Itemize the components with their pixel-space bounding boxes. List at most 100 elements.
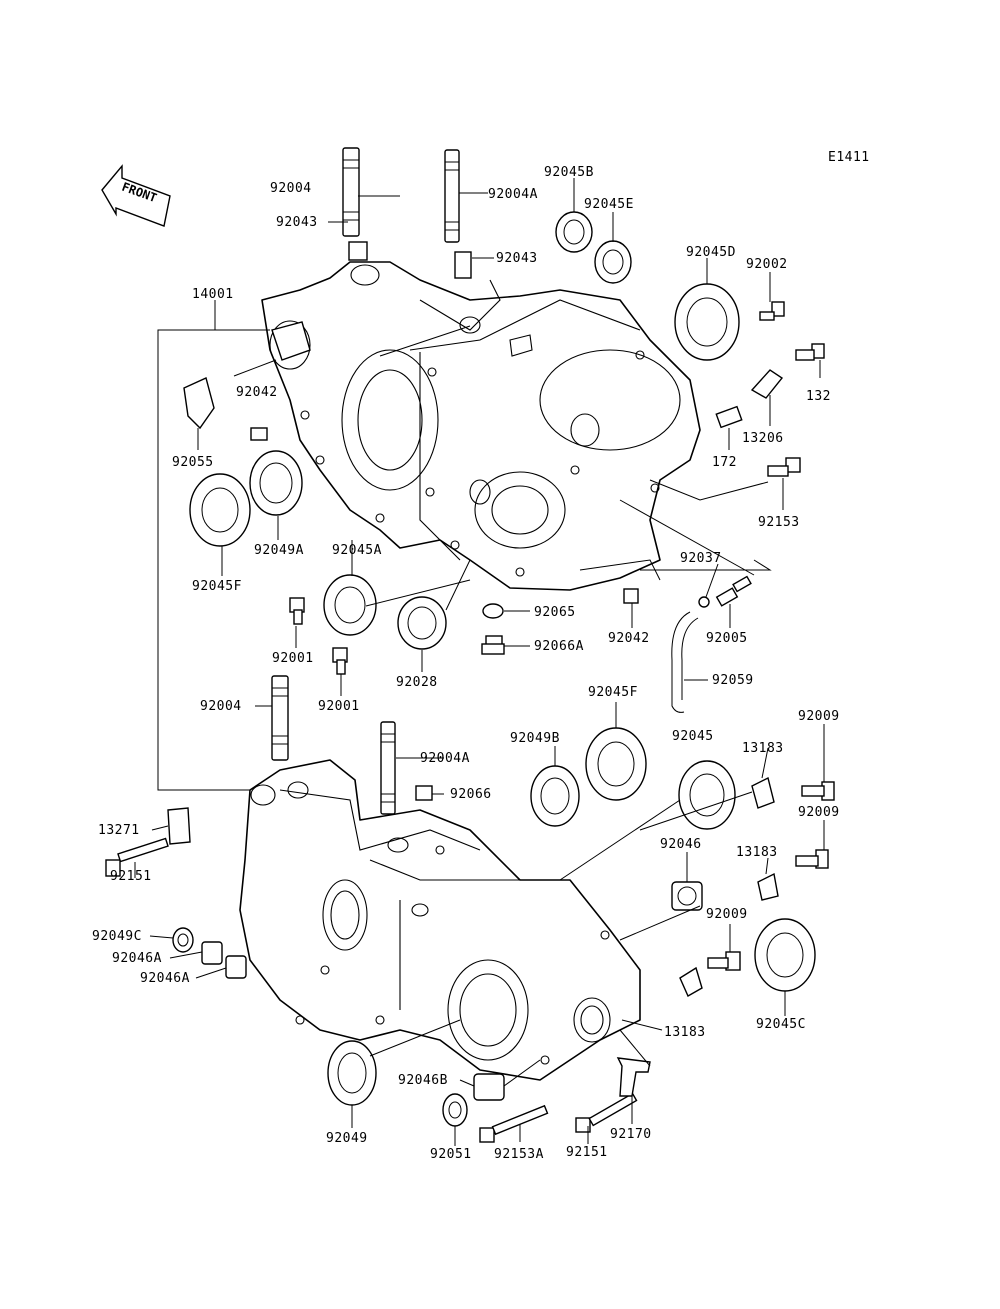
- label-132: 132: [806, 389, 831, 404]
- lower-crankcase-half: [239, 759, 641, 1081]
- bracket-13271: [167, 807, 191, 845]
- seal-92049c: [172, 927, 194, 953]
- bracket-13206: [750, 369, 784, 399]
- bearing-92046: [671, 881, 703, 911]
- label-92065: 92065: [534, 605, 576, 620]
- label-92045b: 92045B: [544, 165, 594, 180]
- gasket-92055: [183, 377, 215, 430]
- seal-92049: [327, 1040, 377, 1106]
- bearing-92046a-b: [225, 955, 247, 979]
- bearing-92045: [678, 760, 736, 830]
- label-13183-a: 13183: [742, 741, 784, 756]
- label-92153a: 92153A: [494, 1147, 544, 1162]
- label-92004-top: 92004: [270, 181, 312, 196]
- label-92045c: 92045C: [756, 1017, 806, 1032]
- hose-92059: [671, 611, 691, 713]
- bolt-92009-a: [801, 781, 835, 801]
- figure-code: E1411: [828, 150, 870, 165]
- bolt-92153a: [479, 1104, 549, 1143]
- label-92046a-a: 92046A: [112, 951, 162, 966]
- bearing-92046a-a: [201, 941, 223, 965]
- label-13183-c: 13183: [664, 1025, 706, 1040]
- bolt-92009-c: [707, 951, 741, 971]
- plug-92066a: [481, 635, 505, 655]
- dowel-92043-right: [454, 251, 472, 279]
- label-92004a-lower: 92004A: [420, 751, 470, 766]
- label-92005: 92005: [706, 631, 748, 646]
- label-92045a: 92045A: [332, 543, 382, 558]
- label-92009-a: 92009: [798, 709, 840, 724]
- stud-92004a-upper: [444, 149, 460, 243]
- label-172: 172: [712, 455, 737, 470]
- label-92049: 92049: [326, 1131, 368, 1146]
- label-13271: 13271: [98, 823, 140, 838]
- bolt-92002: [759, 301, 785, 321]
- bearing-92046b: [473, 1073, 505, 1101]
- bearing-92045d: [674, 283, 740, 361]
- label-92170: 92170: [610, 1127, 652, 1142]
- label-92045f-right: 92045F: [588, 685, 638, 700]
- label-92001-b: 92001: [318, 699, 360, 714]
- bolt-92151-bottom: [575, 1092, 638, 1133]
- leader-lines: [134, 178, 825, 1146]
- label-92045e: 92045E: [584, 197, 634, 212]
- label-92002: 92002: [746, 257, 788, 272]
- label-92043-right: 92043: [496, 251, 538, 266]
- label-92004-lower: 92004: [200, 699, 242, 714]
- bolt-92009-b: [795, 849, 829, 869]
- collar-92028: [397, 596, 447, 650]
- seal-92049b: [530, 765, 580, 827]
- pin-172: [715, 405, 743, 429]
- label-92042-top: 92042: [236, 385, 278, 400]
- bearing-92045f-left: [189, 473, 251, 547]
- label-92046: 92046: [660, 837, 702, 852]
- label-92151-bottom: 92151: [566, 1145, 608, 1160]
- bolt-92151-left: [105, 837, 169, 877]
- label-92049b: 92049B: [510, 731, 560, 746]
- upper-crankcase-half: [261, 261, 701, 591]
- label-92066a: 92066A: [534, 639, 584, 654]
- bolt-92001-a: [289, 597, 305, 625]
- bearing-92045c: [754, 918, 816, 992]
- seal-92049a: [249, 450, 303, 516]
- label-13206: 13206: [742, 431, 784, 446]
- label-92046a-b: 92046A: [140, 971, 190, 986]
- oring-92037: [698, 596, 710, 608]
- label-92001-a: 92001: [272, 651, 314, 666]
- label-92049c: 92049C: [92, 929, 142, 944]
- stud-92004-upper: [342, 147, 360, 237]
- label-92045f-left: 92045F: [192, 579, 242, 594]
- label-92049a: 92049A: [254, 543, 304, 558]
- label-92037: 92037: [680, 551, 722, 566]
- label-92028: 92028: [396, 675, 438, 690]
- label-92046b: 92046B: [398, 1073, 448, 1088]
- dowel-92043-left: [348, 241, 368, 261]
- front-arrow-icon: FRONT: [101, 164, 171, 227]
- washer-92065: [482, 603, 504, 619]
- label-92059: 92059: [712, 673, 754, 688]
- dowel-92066: [415, 785, 433, 801]
- bolt-132: [795, 343, 825, 361]
- label-92153: 92153: [758, 515, 800, 530]
- label-92009-c: 92009: [706, 907, 748, 922]
- part-labels: 92004 92004A 92045B 92045E 92043 92043 9…: [92, 165, 840, 1162]
- stud-92004-lower: [271, 675, 289, 761]
- label-92045: 92045: [672, 729, 714, 744]
- gasket-92042-top: [271, 321, 311, 361]
- label-92066: 92066: [450, 787, 492, 802]
- label-92151-left: 92151: [110, 869, 152, 884]
- seal-92051: [442, 1093, 468, 1127]
- label-92004a-top: 92004A: [488, 187, 538, 202]
- bearing-92045b: [555, 211, 593, 253]
- label-92042-mid: 92042: [608, 631, 650, 646]
- bolt-92001-b: [332, 647, 348, 675]
- label-92043-left: 92043: [276, 215, 318, 230]
- bracket-92170: [616, 1057, 651, 1097]
- fitting-92005: [715, 575, 752, 607]
- label-92045d: 92045D: [686, 245, 736, 260]
- label-92051: 92051: [430, 1147, 472, 1162]
- label-92009-b: 92009: [798, 805, 840, 820]
- bracket-13183-c: [679, 966, 703, 997]
- label-92055: 92055: [172, 455, 214, 470]
